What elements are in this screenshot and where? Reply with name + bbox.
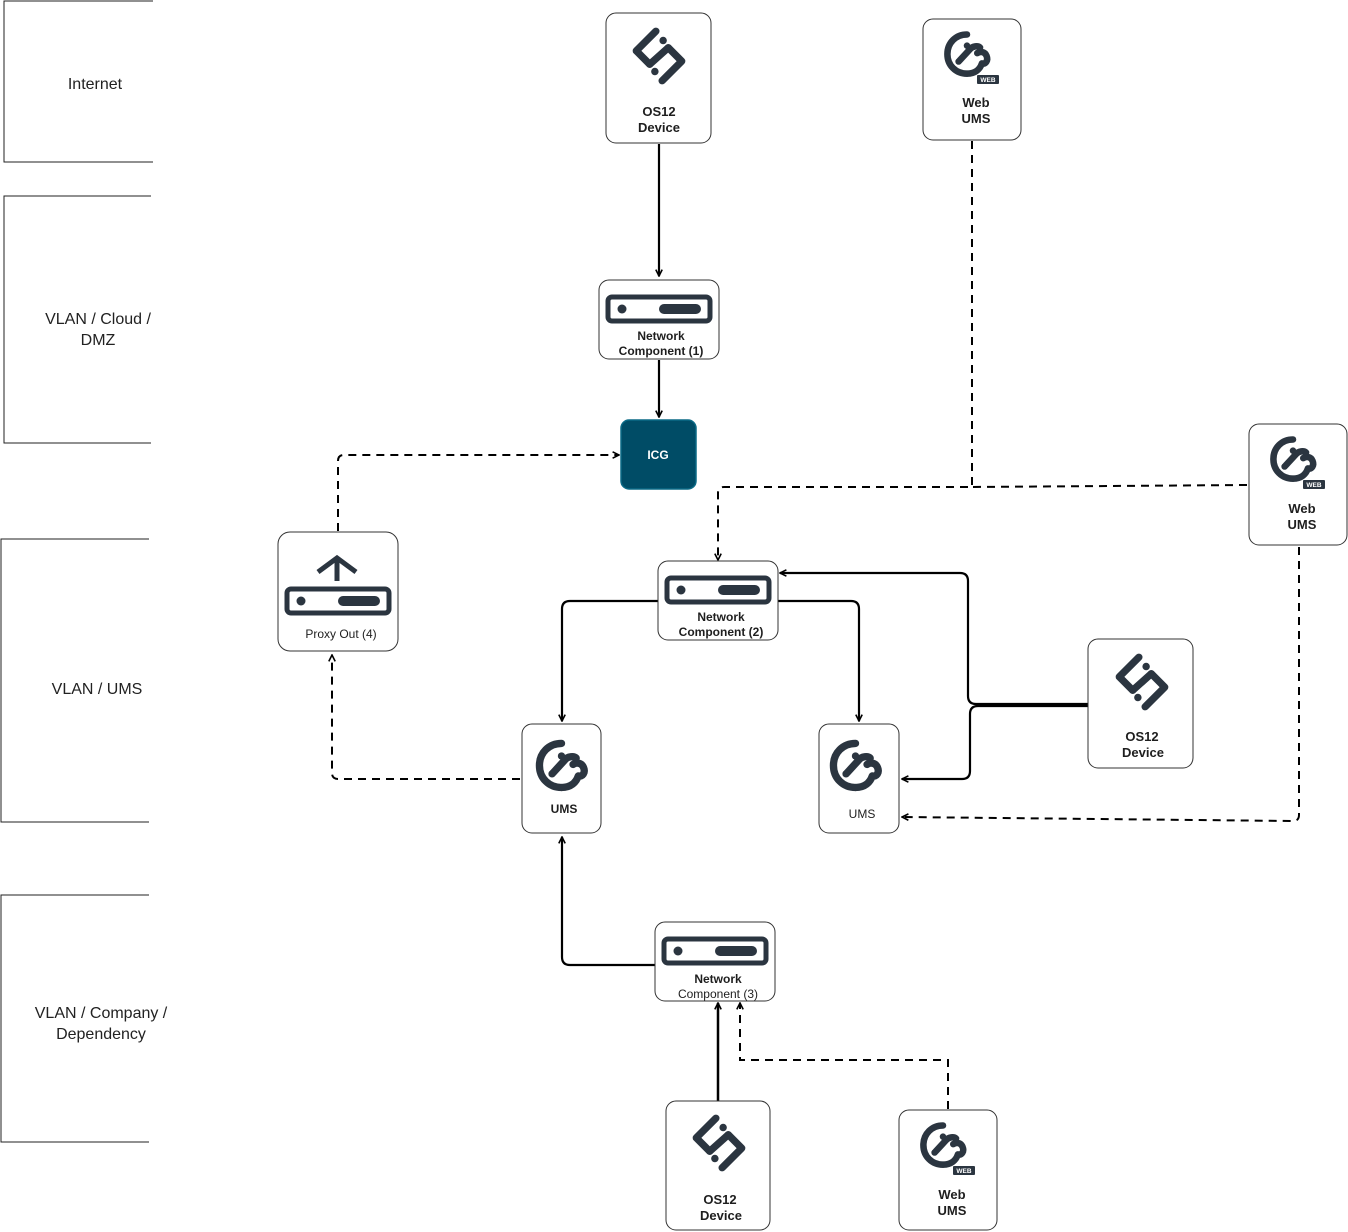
web-ums-icon: WEB	[923, 1125, 975, 1175]
node-label-line: UMS	[551, 802, 578, 816]
connector-os12-to-ums-right	[902, 704, 1088, 779]
connector-netcomp2-to-ums-right	[778, 599, 859, 721]
web-badge-text: WEB	[1306, 482, 1321, 489]
zone-label-line: Internet	[68, 76, 123, 93]
zone-label-line: VLAN / Company /	[35, 1005, 168, 1022]
zone-label-line: VLAN / Cloud /	[45, 311, 151, 328]
connector-webums-right-to-junction	[971, 484, 1248, 488]
node-label-line: OS12	[642, 104, 675, 119]
node-label-line: UMS	[849, 807, 876, 821]
connector-ums-left-to-proxy	[332, 655, 520, 780]
node-label-line: UMS	[962, 111, 991, 126]
os12-device-node[interactable]: OS12 Device	[1087, 638, 1194, 769]
icg-node[interactable]: ICG	[620, 419, 697, 490]
node-label-line: OS12	[703, 1192, 736, 1207]
network-component-node[interactable]: Network Component (1)	[598, 279, 720, 360]
icg-label: ICG	[647, 448, 668, 462]
connector-netcomp2-to-ums-left	[562, 599, 658, 721]
web-ums-node[interactable]: WEB Web UMS	[922, 18, 1022, 141]
os12-device-node[interactable]: OS12 Device	[665, 1100, 771, 1231]
connector-proxy-to-icg	[337, 455, 619, 531]
connector-netcomp3-to-ums-left	[562, 837, 655, 967]
zone-dmz: VLAN / Cloud / DMZ	[3, 195, 151, 444]
node-label-line: Proxy Out (4)	[305, 627, 376, 641]
node-label-line: Network	[697, 610, 745, 624]
node-label-line: Device	[700, 1208, 742, 1223]
node-label-line: Web	[938, 1187, 965, 1202]
node-label-line: Component (1)	[619, 344, 704, 358]
proxy-out-icon	[287, 554, 389, 613]
node-label-line: OS12	[1125, 729, 1158, 744]
connector-webums-right-to-ums-right	[902, 547, 1300, 823]
node-label-line: Component (3)	[678, 987, 758, 1001]
ums-node[interactable]: UMS	[521, 723, 602, 834]
node-label-line: UMS	[1288, 517, 1317, 532]
zone-company: VLAN / Company / Dependency	[0, 894, 168, 1143]
web-badge-text: WEB	[956, 1168, 971, 1175]
node-label-line: UMS	[938, 1203, 967, 1218]
os12-device-node[interactable]: OS12 Device	[605, 12, 712, 144]
node-label-line: Web	[962, 95, 989, 110]
web-badge-text: WEB	[980, 77, 995, 84]
web-ums-icon: WEB	[1273, 439, 1325, 489]
zone-vlan-ums: VLAN / UMS	[0, 538, 149, 823]
node-label-line: Component (2)	[679, 625, 764, 639]
node-label-line: Device	[638, 120, 680, 135]
node-label-line: Device	[1122, 745, 1164, 760]
network-component-node[interactable]: Network Component (3)	[654, 921, 776, 1002]
zone-internet: Internet	[3, 0, 153, 163]
proxy-out-node[interactable]: Proxy Out (4)	[277, 531, 399, 652]
connector-webums-to-netcomp3	[740, 1003, 949, 1109]
network-component-node[interactable]: Network Component (2)	[657, 560, 779, 641]
web-ums-icon: WEB	[947, 34, 999, 84]
zone-label-line: DMZ	[81, 332, 116, 349]
web-ums-node[interactable]: WEB Web UMS	[898, 1109, 998, 1231]
connections	[332, 141, 1300, 1109]
connector-os12-to-netcomp2	[780, 573, 1088, 706]
zone-label-line: VLAN / UMS	[52, 681, 143, 698]
web-ums-node[interactable]: WEB Web UMS	[1248, 423, 1348, 546]
node-label-line: Network	[637, 329, 685, 343]
ums-node[interactable]: UMS	[818, 723, 900, 834]
zone-label-line: Dependency	[56, 1026, 146, 1043]
node-label-line: Web	[1288, 501, 1315, 516]
node-label-line: Network	[694, 972, 742, 986]
connector-webums-to-netcomp2	[718, 141, 973, 560]
